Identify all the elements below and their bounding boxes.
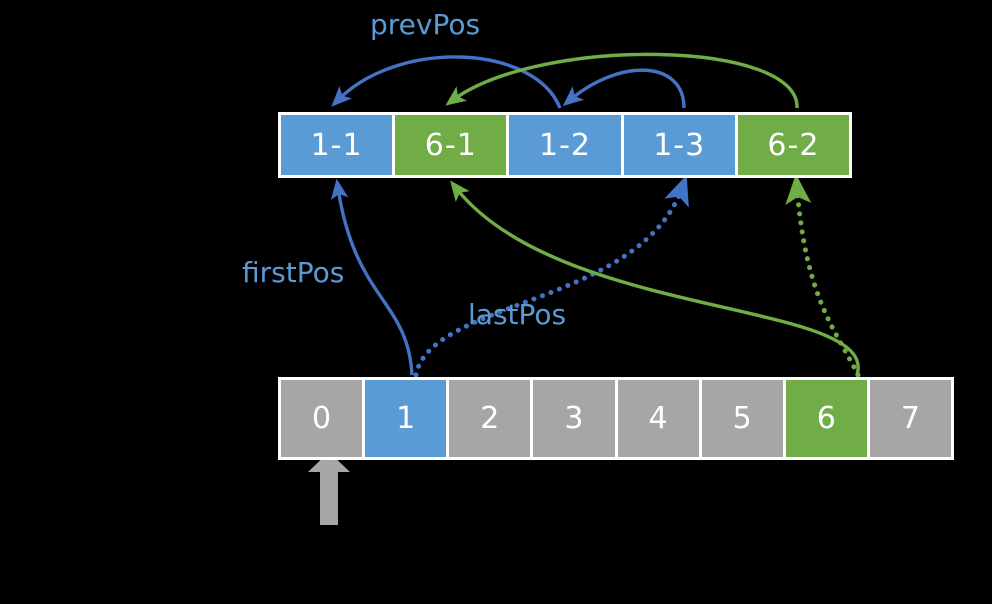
- bucket-index-pointer: [308, 452, 350, 525]
- arc-lastpos-blue: [413, 174, 689, 378]
- bucket-cell-6[interactable]: 6: [785, 380, 867, 457]
- bucket-cell-0[interactable]: 0: [281, 380, 363, 457]
- entry-cell-4[interactable]: 6-2: [737, 115, 850, 175]
- arc-prevpos-62-to-61: [445, 52, 799, 109]
- label-prevpos: prevPos: [370, 8, 481, 41]
- entry-cell-2[interactable]: 1-2: [509, 115, 621, 175]
- arc-prevpos-12-to-11: [331, 55, 562, 109]
- bucket-cell-2[interactable]: 2: [449, 380, 531, 457]
- label-firstpos: firstPos: [242, 256, 345, 289]
- bucket-cell-4[interactable]: 4: [617, 380, 699, 457]
- arc-prevpos-13-to-12: [562, 68, 686, 109]
- arc-firstpos-green: [450, 180, 860, 376]
- entry-cell-1[interactable]: 6-1: [395, 115, 507, 175]
- bucket-cell-1[interactable]: 1: [365, 380, 447, 457]
- bucket-cell-5[interactable]: 5: [701, 380, 783, 457]
- bucket-cell-7[interactable]: 7: [869, 380, 951, 457]
- entry-cell-0[interactable]: 1-1: [281, 115, 393, 175]
- entry-cell-3[interactable]: 1-3: [623, 115, 735, 175]
- arc-lastpos-green: [785, 174, 861, 378]
- arc-firstpos-blue: [330, 178, 414, 376]
- label-lastpos: lastPos: [468, 298, 567, 331]
- bucket-cell-3[interactable]: 3: [533, 380, 615, 457]
